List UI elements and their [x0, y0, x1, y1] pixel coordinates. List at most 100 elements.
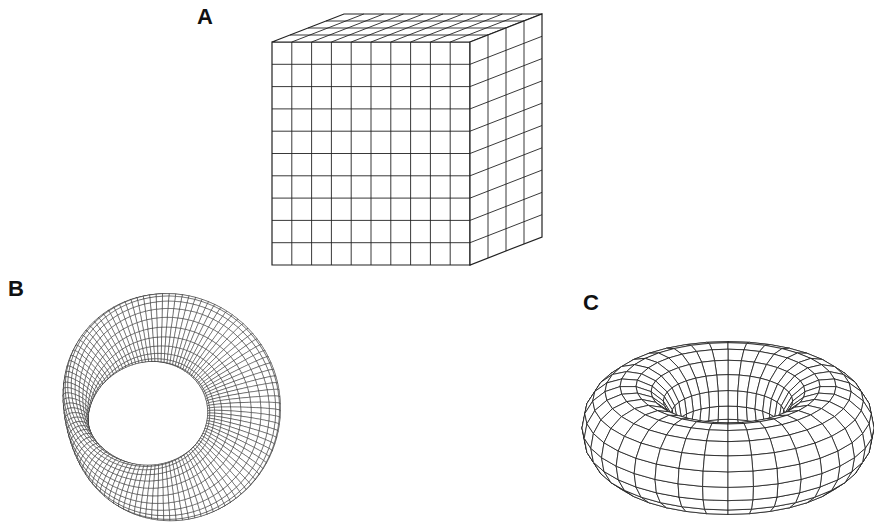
mesh-patch: [158, 359, 161, 362]
mesh-patch: [152, 510, 158, 516]
mesh-patch: [170, 515, 176, 519]
grid-line: [272, 198, 470, 199]
mesh-patch: [157, 309, 163, 318]
mesh-patch: [150, 474, 154, 481]
mesh-patch: [230, 403, 241, 407]
mesh-patch: [151, 309, 157, 319]
mesh-patch: [210, 407, 215, 410]
mesh-patch: [156, 296, 162, 302]
grid-line: [470, 36, 542, 64]
grid-line: [470, 215, 542, 243]
cube-right-face: [470, 14, 542, 265]
mesh-patch: [154, 481, 159, 489]
mesh-patch: [158, 511, 164, 517]
mesh-patch: [167, 317, 173, 327]
mesh-patch: [146, 509, 152, 515]
grid-line: [326, 21, 524, 22]
mesh-patch: [162, 308, 168, 317]
mesh-patch: [250, 397, 261, 403]
mesh-patch: [208, 413, 210, 416]
grid-line: [470, 81, 542, 109]
grid-line: [470, 126, 542, 154]
mesh-patch: [149, 480, 154, 488]
mesh-patch: [168, 301, 175, 308]
mesh-patch: [158, 496, 163, 504]
mesh-patch: [164, 516, 170, 519]
mesh-patch: [214, 407, 221, 410]
mesh-patch: [158, 515, 164, 519]
mesh-patch: [158, 354, 162, 360]
grid-line: [272, 64, 470, 65]
mesh-patch: [164, 516, 170, 520]
grid-line: [272, 242, 470, 243]
mesh-patch: [152, 503, 158, 511]
grid-line: [272, 108, 470, 109]
mesh-patch: [164, 510, 170, 516]
mesh-patch: [150, 297, 156, 303]
grid-line: [272, 175, 470, 176]
mesh-patch: [210, 410, 215, 413]
cube-front-face: [272, 42, 470, 265]
mesh-patch: [260, 396, 269, 402]
mesh-patch: [156, 301, 162, 309]
mesh-patch: [150, 302, 156, 310]
grid-line: [308, 28, 506, 29]
mesh-patch: [153, 496, 158, 504]
grid-line: [470, 170, 542, 198]
grid-line: [470, 103, 542, 131]
mesh-patch: [151, 353, 155, 358]
mesh-patch: [158, 347, 162, 355]
mesh-patch: [141, 502, 147, 509]
mesh-patch: [158, 503, 164, 510]
mesh-patch: [164, 520, 170, 521]
grid-line: [290, 35, 488, 36]
mesh-patch: [153, 488, 158, 496]
mesh-patch: [169, 502, 175, 510]
grid-line: [272, 153, 470, 154]
mesh-patch: [214, 404, 222, 408]
mesh-patch: [150, 297, 157, 303]
mesh-patch: [146, 503, 152, 510]
mesh-patch: [153, 327, 158, 337]
mesh-patch: [257, 384, 267, 391]
mesh-patch: [276, 409, 280, 417]
mesh-patch: [154, 354, 158, 359]
mesh-patch: [144, 298, 151, 304]
cube-wireframe: [272, 14, 542, 265]
grid-line: [272, 131, 470, 132]
mesh-patch: [156, 302, 162, 310]
mesh-patch: [170, 519, 176, 521]
mesh-patch: [155, 359, 158, 362]
mesh-patch: [239, 397, 250, 402]
mesh-patch: [249, 391, 260, 397]
mesh-patch: [152, 503, 158, 510]
mesh-patch: [167, 308, 173, 317]
mesh-patch: [168, 296, 175, 301]
mesh-patch: [161, 359, 164, 362]
mesh-patch: [229, 398, 240, 403]
cube-face: [272, 42, 470, 265]
mesh-patch: [275, 403, 279, 410]
mesh-patch: [158, 516, 164, 520]
grid-line: [470, 59, 542, 87]
mesh-patch: [155, 353, 159, 358]
mesh-patch: [153, 337, 157, 346]
mesh-patch: [162, 317, 167, 327]
mesh-patch: [161, 359, 164, 362]
mesh-patch: [152, 359, 155, 362]
mesh-patch: [259, 390, 269, 397]
mesh-patch: [157, 317, 162, 327]
mesh-patch: [269, 402, 276, 409]
mesh-patch: [154, 474, 158, 481]
mesh-patch: [162, 294, 169, 297]
mesh-patch: [162, 296, 169, 301]
mesh-patch: [155, 359, 158, 362]
mesh-patch: [174, 301, 181, 309]
mesh-patch: [162, 301, 168, 308]
mesh-patch: [158, 353, 161, 359]
grid-line: [272, 220, 470, 221]
mesh-patch: [158, 346, 162, 354]
cube-face: [470, 14, 542, 265]
mesh-patch: [157, 337, 161, 346]
